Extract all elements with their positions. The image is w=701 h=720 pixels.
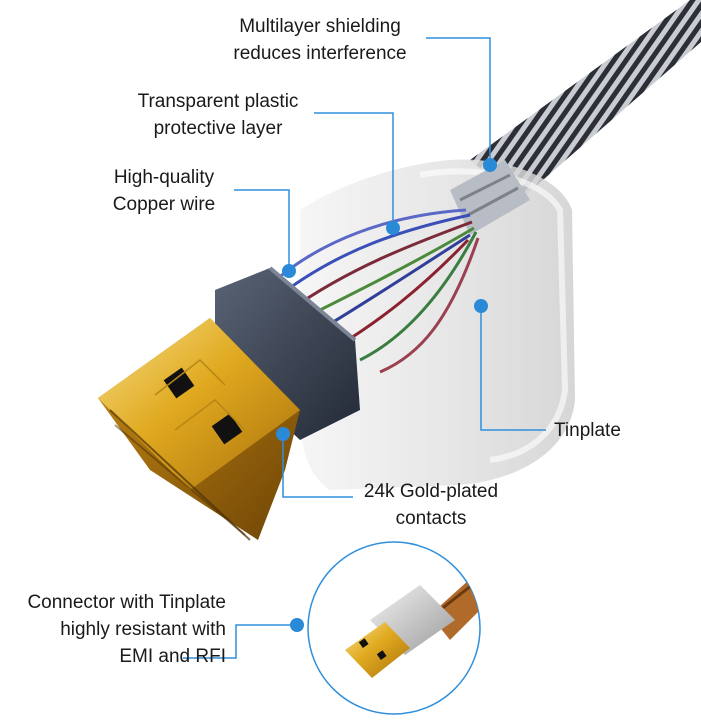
callout-dot-copper <box>282 264 296 278</box>
braided-cable <box>470 0 701 200</box>
label-shielding-line1: Multilayer shielding <box>239 16 401 37</box>
callout-dots <box>276 158 497 632</box>
callout-line-copper <box>234 189 290 271</box>
callout-line-shielding <box>426 37 491 165</box>
callout-line-plastic <box>314 112 394 228</box>
callout-dot-shielding <box>483 158 497 172</box>
label-tinplate: Tinplate <box>554 417 621 444</box>
callout-lines <box>183 37 546 659</box>
label-emi-line2: highly resistant with <box>60 619 226 640</box>
gold-plug <box>98 318 300 541</box>
label-tinplate-text: Tinplate <box>554 420 621 441</box>
label-shielding-line2: reduces interference <box>233 43 407 64</box>
callout-dot-gold <box>276 427 290 441</box>
callout-dot-tinplate <box>474 299 488 313</box>
callout-line-emi <box>183 624 297 659</box>
label-gold-line2: contacts <box>395 508 467 529</box>
label-plastic-line1: Transparent plastic <box>137 91 299 112</box>
callout-line-gold <box>282 434 353 498</box>
label-plastic-line2: protective layer <box>153 118 283 139</box>
callout-dot-plastic <box>386 221 400 235</box>
label-emi-line3: EMI and RFI <box>119 646 226 667</box>
label-gold-line1: 24k Gold-plated <box>363 481 499 502</box>
inset-detail <box>307 541 481 715</box>
callout-dot-emi <box>290 618 304 632</box>
callout-line-tinplate <box>480 306 546 431</box>
label-shielding: Multilayer shielding reduces interferenc… <box>222 13 418 67</box>
label-copper-line1: High-quality <box>113 167 215 188</box>
label-gold: 24k Gold-plated contacts <box>356 478 506 532</box>
label-copper: High-quality Copper wire <box>100 164 228 218</box>
connector-collar <box>215 266 360 440</box>
label-emi-line1: Connector with Tinplate <box>27 592 226 613</box>
label-emi: Connector with Tinplate highly resistant… <box>0 589 226 670</box>
label-plastic: Transparent plastic protective layer <box>124 88 312 142</box>
label-copper-line2: Copper wire <box>112 194 216 215</box>
